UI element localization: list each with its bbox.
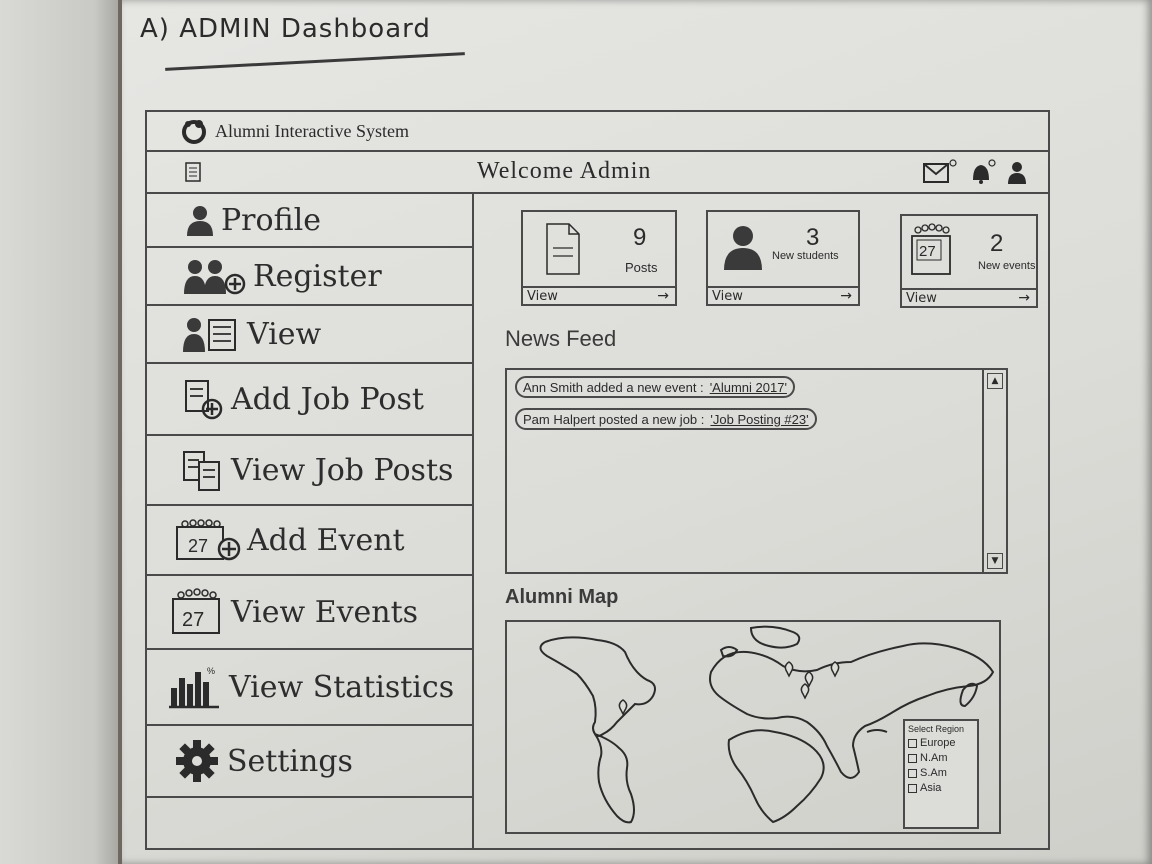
view-link-label: View — [906, 290, 937, 306]
region-option-north-america[interactable]: N.Am — [908, 752, 974, 764]
region-selector-title: Select Region — [908, 724, 965, 734]
news-feed-title: News Feed — [505, 326, 617, 351]
sidebar-item-label: View — [247, 316, 322, 352]
posts-count: 9 — [633, 224, 647, 251]
feed-scrollbar[interactable]: ▲ ▼ — [982, 370, 1006, 572]
feed-item[interactable]: Pam Halpert posted a new job : 'Job Post… — [515, 408, 817, 430]
menu-icon[interactable] — [185, 162, 201, 182]
news-feed: Ann Smith added a new event : 'Alumni 20… — [505, 368, 1008, 574]
new-events-card: 27 2 New events View → — [900, 214, 1038, 308]
sidebar-item-label: Settings — [227, 743, 353, 779]
sidebar: Profile Register View — [147, 194, 474, 848]
title-bar: Alumni Interactive System — [147, 112, 1048, 152]
sidebar-item-view-job-posts[interactable]: View Job Posts — [147, 436, 472, 506]
arrow-right-icon: → — [1018, 290, 1030, 306]
sidebar-item-label: View Job Posts — [231, 452, 454, 488]
gear-icon — [176, 740, 218, 782]
view-link-label: View — [712, 288, 743, 304]
sidebar-item-settings[interactable]: Settings — [147, 726, 472, 798]
add-users-icon — [184, 260, 246, 295]
region-option-asia[interactable]: Asia — [908, 782, 974, 794]
user-icon — [187, 206, 213, 236]
sidebar-item-add-job-post[interactable]: Add Job Post — [147, 364, 472, 436]
bar-chart-icon: % — [169, 666, 219, 709]
header-bar: Welcome Admin — [147, 152, 1048, 194]
add-calendar-icon: 27 — [176, 519, 241, 561]
new-students-label: New students — [772, 250, 839, 262]
welcome-message: Welcome Admin — [477, 158, 652, 184]
feed-item-text: Ann Smith added a new event : — [523, 379, 704, 395]
arrow-right-icon: → — [657, 288, 669, 304]
sidebar-item-view-statistics[interactable]: % View Statistics — [147, 650, 472, 726]
posts-view-link[interactable]: View → — [523, 286, 675, 304]
alumni-map-title: Alumni Map — [505, 586, 619, 608]
sidebar-item-profile[interactable]: Profile — [147, 194, 472, 248]
notebook-left-page — [0, 0, 118, 864]
add-document-icon — [185, 380, 223, 420]
region-option-label: Europe — [920, 737, 956, 749]
region-option-south-america[interactable]: S.Am — [908, 767, 974, 779]
header-actions — [922, 158, 1028, 186]
new-students-card: 3 New students View → — [706, 210, 860, 306]
notebook-page — [122, 0, 1152, 864]
region-option-label: Asia — [920, 782, 942, 794]
new-events-count: 2 — [990, 230, 1004, 257]
app-window: Alumni Interactive System Welcome Admin — [145, 110, 1050, 850]
checkbox-icon[interactable] — [908, 738, 917, 748]
checkbox-icon[interactable] — [908, 753, 917, 763]
new-events-label: New events — [978, 260, 1036, 272]
new-events-view-link[interactable]: View → — [902, 288, 1036, 306]
scroll-up-icon[interactable]: ▲ — [987, 373, 1003, 389]
svg-text:27: 27 — [188, 536, 208, 556]
alumni-logo-icon — [182, 120, 206, 144]
sidebar-item-label: Profile — [221, 202, 321, 238]
feed-item-link[interactable]: 'Alumni 2017' — [709, 379, 787, 395]
feed-item-text: Pam Halpert posted a new job : — [523, 411, 705, 427]
user-list-icon — [183, 318, 236, 352]
view-link-label: View — [527, 288, 558, 304]
sidebar-item-view[interactable]: View — [147, 306, 472, 364]
documents-icon — [183, 451, 220, 491]
posts-label: Posts — [625, 260, 658, 275]
sidebar-item-label: View Events — [231, 594, 419, 630]
user-icon — [724, 226, 762, 270]
sidebar-item-register[interactable]: Register — [147, 248, 472, 306]
sidebar-item-label: View Statistics — [229, 669, 455, 705]
calendar-icon: 27 — [172, 588, 220, 634]
region-option-europe[interactable]: Europe — [908, 737, 974, 749]
sketch-title: A) ADMIN Dashboard — [140, 14, 431, 44]
sidebar-item-label: Register — [253, 258, 382, 294]
document-icon — [546, 223, 580, 275]
checkbox-icon[interactable] — [908, 783, 917, 793]
region-option-label: N.Am — [920, 752, 948, 764]
mail-icon[interactable] — [922, 158, 958, 186]
new-students-count: 3 — [806, 224, 820, 251]
posts-card: 9 Posts View → — [521, 210, 677, 306]
arrow-right-icon: → — [840, 288, 852, 304]
feed-item[interactable]: Ann Smith added a new event : 'Alumni 20… — [515, 376, 795, 398]
checkbox-icon[interactable] — [908, 768, 917, 778]
sidebar-item-label: Add Job Post — [231, 381, 424, 417]
alumni-map[interactable]: Select Region Europe N.Am S.Am Asia — [505, 620, 1001, 834]
user-account-icon[interactable] — [1006, 158, 1028, 186]
svg-text:%: % — [207, 666, 215, 676]
scroll-down-icon[interactable]: ▼ — [987, 553, 1003, 569]
world-map-icon — [539, 625, 995, 824]
calendar-icon: 27 — [911, 223, 951, 275]
svg-text:27: 27 — [919, 243, 936, 260]
feed-item-link[interactable]: 'Job Posting #23' — [710, 411, 809, 427]
sidebar-item-add-event[interactable]: 27 Add Event — [147, 506, 472, 576]
new-students-view-link[interactable]: View → — [708, 286, 858, 304]
notification-bell-icon[interactable] — [968, 158, 996, 186]
app-title: Alumni Interactive System — [215, 120, 409, 141]
region-option-label: S.Am — [920, 767, 947, 779]
sidebar-item-view-events[interactable]: 27 View Events — [147, 576, 472, 650]
svg-text:27: 27 — [182, 609, 204, 631]
sidebar-item-label: Add Event — [247, 522, 405, 558]
region-selector: Select Region Europe N.Am S.Am Asia — [903, 719, 979, 829]
